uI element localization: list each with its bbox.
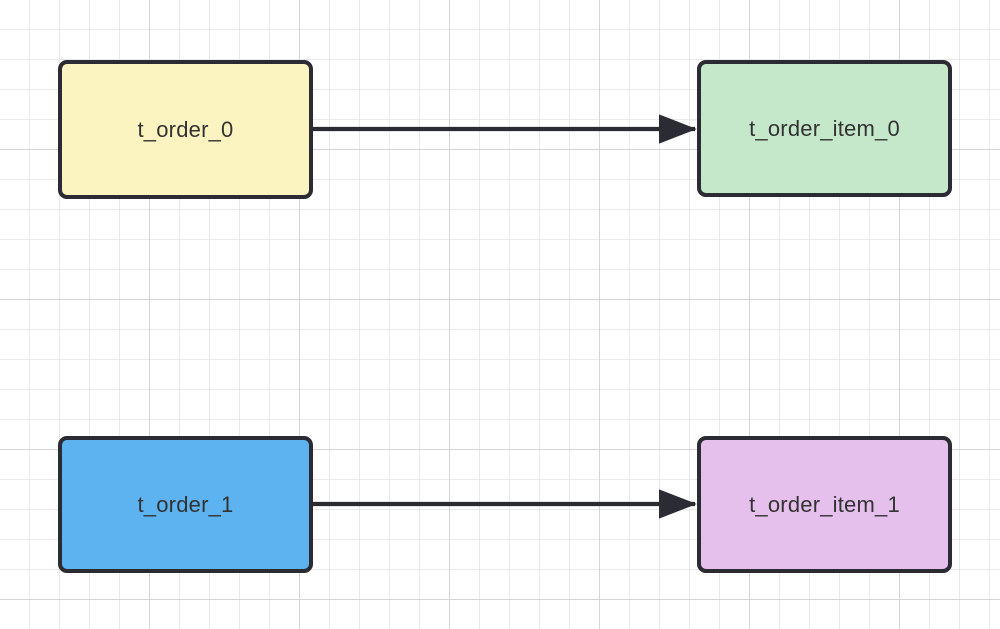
node-label-t-order-0: t_order_0 <box>137 116 234 142</box>
node-t-order-item-0[interactable]: t_order_item_0 <box>697 60 952 197</box>
node-label-t-order-1: t_order_1 <box>137 491 234 517</box>
node-label-t-order-item-1: t_order_item_1 <box>749 491 900 517</box>
node-t-order-item-1[interactable]: t_order_item_1 <box>697 436 952 573</box>
node-t-order-0[interactable]: t_order_0 <box>58 60 313 199</box>
node-t-order-1[interactable]: t_order_1 <box>58 436 313 573</box>
node-label-t-order-item-0: t_order_item_0 <box>749 115 900 141</box>
